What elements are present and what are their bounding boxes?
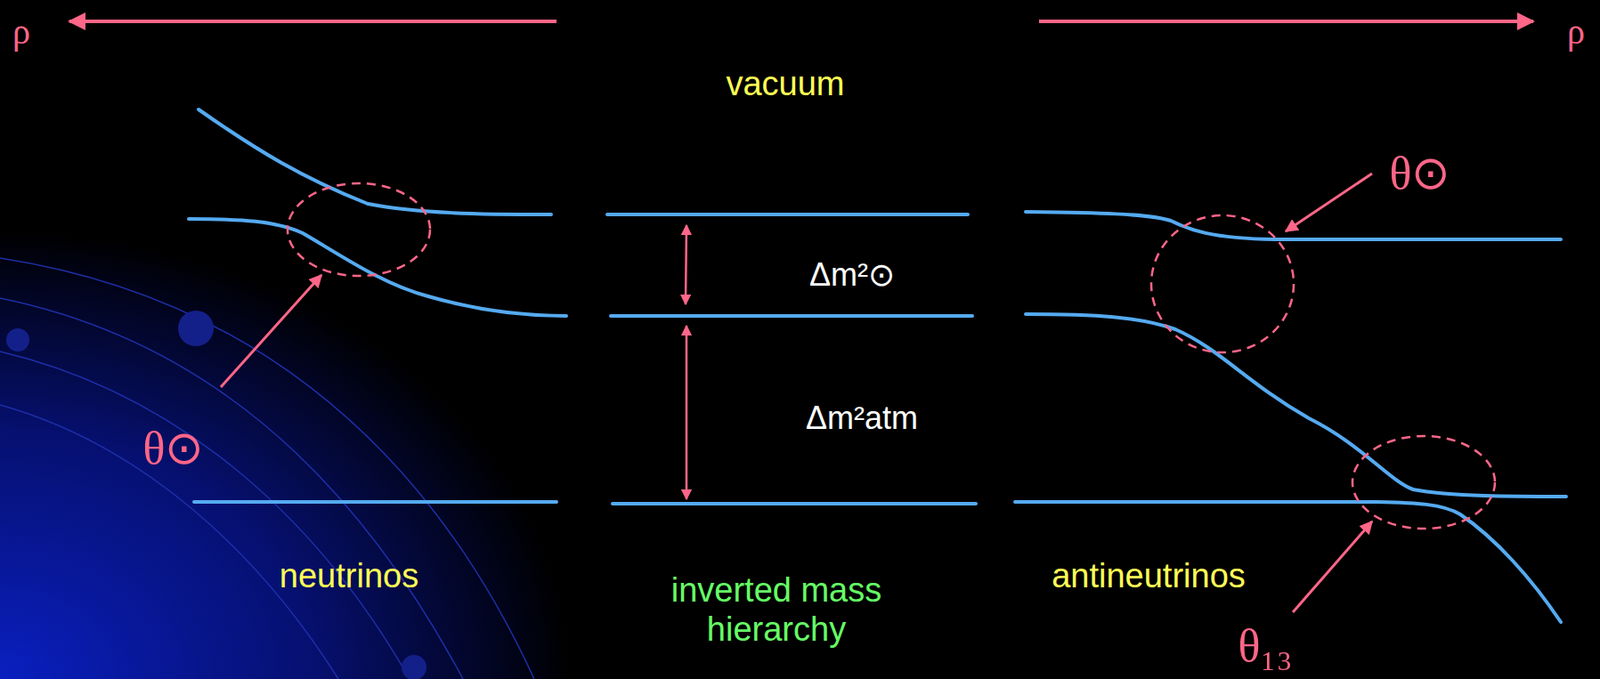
- density-symbol: ρ: [12, 11, 31, 53]
- resonance-ellipses: [287, 183, 1495, 529]
- panel-title: neutrinos: [279, 557, 419, 597]
- gap-arrows: [685, 225, 687, 500]
- region-title: vacuum: [725, 64, 845, 105]
- background-dots: [6, 310, 427, 679]
- mass-splitting: Δm²⊙: [809, 256, 895, 293]
- density-symbol: ρ: [1567, 11, 1585, 53]
- mass-splitting: Δm²atm: [805, 399, 918, 437]
- background-glow: [0, 231, 570, 679]
- background-arcs: [0, 258, 535, 679]
- energy-levels: [188, 109, 1567, 623]
- mixing-angle: θ⊙: [143, 422, 205, 476]
- mixing-angle: θ₁₃: [1237, 619, 1292, 674]
- leader-arrows: [220, 173, 1373, 613]
- density-arrows: [69, 19, 1534, 24]
- hierarchy-title: inverted mass hierarchy: [629, 571, 924, 650]
- panel-title: antineutrinos: [1051, 557, 1246, 597]
- mixing-angle: θ⊙: [1389, 146, 1452, 201]
